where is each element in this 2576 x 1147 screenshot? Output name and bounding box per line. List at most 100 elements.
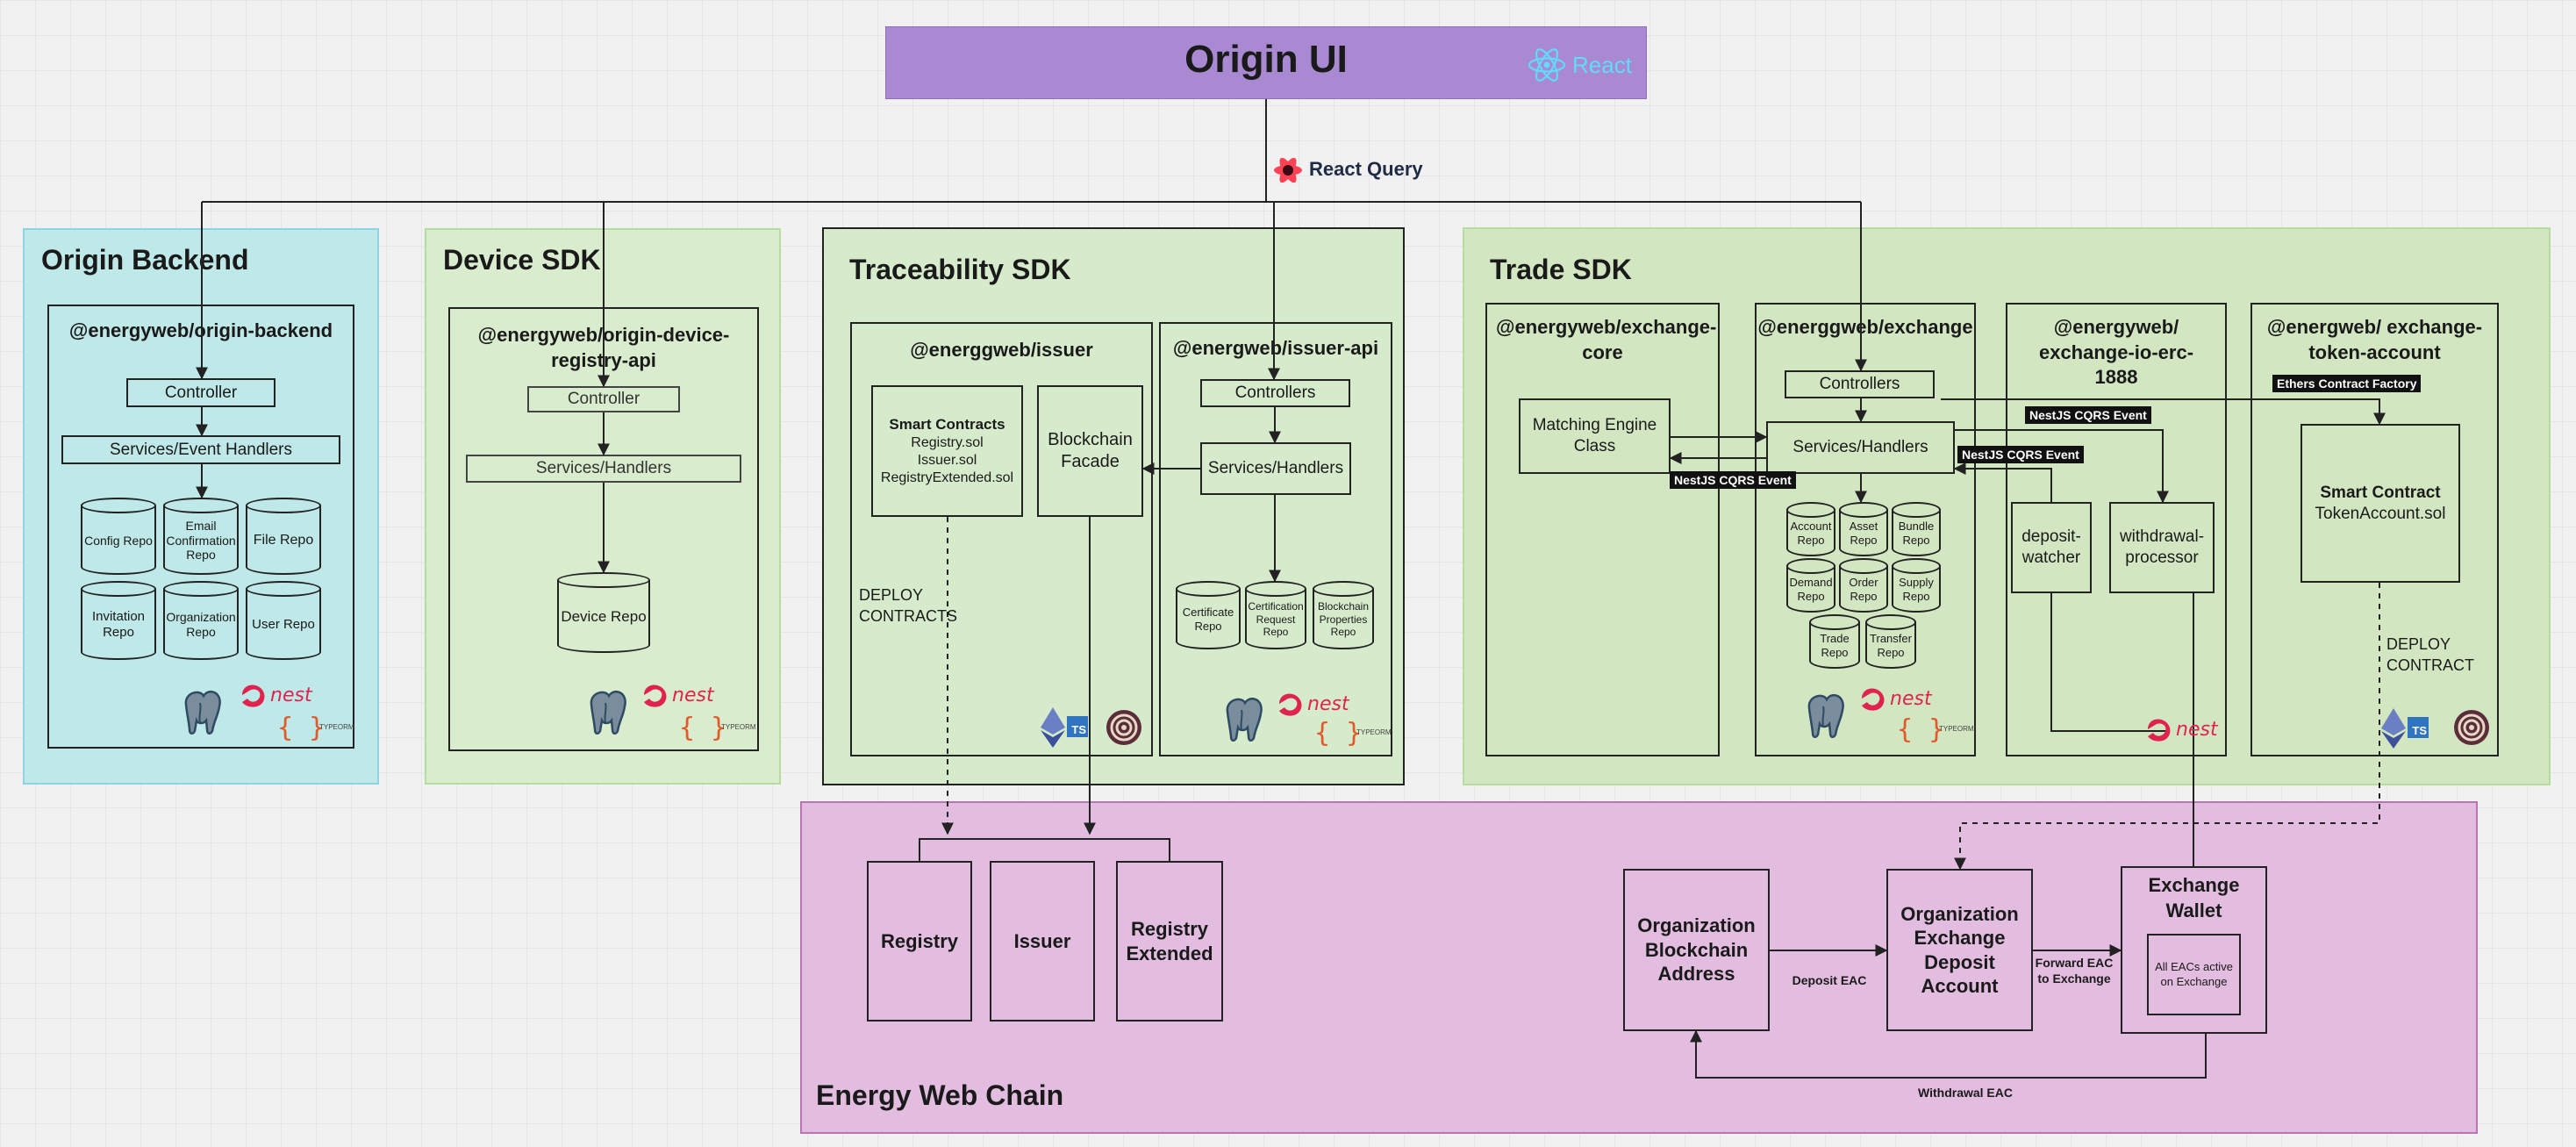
nest-wordmark: nest [1890,688,1932,710]
react-query-logo: React Query [1270,153,1437,188]
nest-wordmark: nest [1307,693,1349,715]
trade-sdk-title: Trade SDK [1490,254,1632,285]
withdrawal-eac-label: Withdrawal EAC [1918,1086,2013,1100]
issuer-sol: Issuer.sol [917,452,977,468]
typeorm-logo: { } TYPEORM [1897,714,1974,745]
origin-ui-title: Origin UI [1184,38,1348,81]
deploy-contract-label: DEPLOY CONTRACT [2386,635,2474,675]
chain-issuer: Issuer [990,861,1095,1022]
react-query-flower-icon [1274,157,1302,183]
postgres-elephant-icon [590,690,626,735]
typeorm-wordmark: TYPEORM [1939,725,1974,733]
exchange-repo-transfer: Transfer Repo [1865,614,1916,669]
blockchain-facade: Blockchain Facade [1037,385,1143,517]
chain-registry-extended: Registry Extended [1116,861,1223,1022]
exchange-package-name: @energgweb/exchange [1757,316,1973,338]
token-account-smart-contract: Smart Contract TokenAccount.sol [2301,424,2460,583]
typescript-icon: TS [1067,716,1088,737]
nest-cat-icon [644,685,667,707]
traceability-sdk-region [822,227,1405,785]
typeorm-logo: { } TYPEORM [679,713,756,743]
ethereum-icon [1041,707,1065,748]
typeorm-wordmark: TYPEORM [721,723,756,731]
device-sdk-title: Device SDK [443,244,601,276]
exchange-repo-order: Order Repo [1839,558,1888,613]
issuer-api-package-name: @energweb/issuer-api [1172,337,1379,359]
nest-wordmark: nest [2176,719,2218,741]
typeorm-logo: { } TYPEORM [277,713,354,743]
nest-cat-icon [2148,719,2171,742]
issuer-repo-certificate: Certificate Repo [1176,581,1241,649]
waffle-icon [1106,710,1141,745]
issuer-repo-blockchain-properties: Blockchain Properties Repo [1313,581,1374,649]
matching-engine-class: Matching Engine Class [1519,398,1671,474]
issuer-smart-contracts: Smart Contracts Registry.sol Issuer.sol … [871,385,1023,517]
typeorm-logo: { } TYPEORM [1314,718,1392,749]
react-label: React [1572,52,1632,78]
postgres-elephant-icon [1226,697,1263,742]
issuer-package-name: @energgweb/issuer [910,339,1093,361]
issuer-api-package: @energweb/issuer-api [1159,322,1392,756]
cqrs-event-tag-1: NestJS CQRS Event [2025,406,2151,424]
deposit-eac-label: Deposit EAC [1792,973,1867,987]
organization-exchange-deposit-account: Organization Exchange Deposit Account [1886,869,2033,1031]
nest-cat-icon [242,685,265,707]
postgres-elephant-icon [184,690,221,735]
typeorm-wordmark: TYPEORM [319,723,354,731]
forward-eac-label: Forward EAC to Exchange [2035,956,2114,986]
nest-logo: nest [640,683,728,711]
react-query-label: React Query [1309,158,1423,180]
chain-registry: Registry [867,861,972,1022]
ethereum-ts-logo: TS [2381,705,2434,752]
backend-repo-file: File Repo [246,498,321,575]
exchange-io-erc1888-package: @energyweb/ exchange-io-erc-1888 [2006,303,2227,756]
backend-repo-organization: Organization Repo [163,581,239,660]
cqrs-event-tag-2: NestJS CQRS Event [1957,446,2084,463]
nest-wordmark: nest [672,685,714,706]
typescript-icon: TS [2408,717,2429,738]
ethereum-icon [2381,708,2406,749]
exchange-package: @energgweb/exchange [1755,303,1976,756]
exchange-core-package-name: @energyweb/exchange-core [1496,316,1717,363]
traceability-sdk-title: Traceability SDK [849,254,1071,285]
exchange-wallet-title: Exchange Wallet [2148,874,2240,921]
energy-web-chain-title: Energy Web Chain [816,1079,1064,1111]
exchange-repo-bundle: Bundle Repo [1892,502,1941,556]
issuer-repo-certification-request: Certification Request Repo [1245,581,1306,649]
exchange-repo-account: Account Repo [1786,502,1835,556]
issuer-package: @energgweb/issuer [850,322,1153,756]
deploy-contracts-label: DEPLOY CONTRACTS [859,586,957,626]
backend-repo-config: Config Repo [81,498,156,575]
exchange-io-erc1888-package-name: @energyweb/ exchange-io-erc-1888 [2038,316,2194,389]
backend-repo-user: User Repo [246,581,321,660]
postgres-elephant-icon [1807,693,1844,738]
nest-cat-icon [1279,693,1302,716]
exchange-token-account-package-name: @energweb/ exchange-token-account [2266,316,2483,363]
nest-cat-icon [1862,688,1885,711]
origin-backend-title: Origin Backend [41,244,249,276]
nest-logo: nest [2144,717,2232,745]
exchange-wallet: Exchange Wallet [2121,866,2267,1034]
exchange-core-package: @energyweb/exchange-core [1485,303,1720,756]
registry-sol: Registry.sol [911,434,984,450]
typeorm-wordmark: TYPEORM [1356,728,1392,736]
nest-wordmark: nest [270,685,312,706]
nest-logo: nest [239,683,326,711]
nest-logo: nest [1858,686,1946,714]
exchange-token-account-package: @energweb/ exchange-token-account [2250,303,2499,756]
backend-repo-invitation: Invitation Repo [81,581,156,660]
backend-repo-email-confirmation: Email Confirmation Repo [163,498,239,575]
token-smart-contract-title: Smart Contract [2320,483,2441,502]
cqrs-event-tag-3: NestJS CQRS Event [1670,471,1796,489]
ethers-contract-factory-tag: Ethers Contract Factory [2272,375,2422,392]
waffle-icon [2454,710,2489,745]
deposit-watcher: deposit-watcher [2011,502,2092,593]
origin-ui-header: Origin UI React [885,26,1647,99]
ethereum-ts-logo: TS [1041,704,1093,751]
react-logo: React [1527,43,1641,87]
all-eacs-active: All EACs active on Exchange [2147,934,2241,1015]
exchange-repo-trade: Trade Repo [1809,614,1860,669]
exchange-repo-demand: Demand Repo [1786,558,1835,613]
registry-extended-sol: RegistryExtended.sol [880,470,1014,485]
